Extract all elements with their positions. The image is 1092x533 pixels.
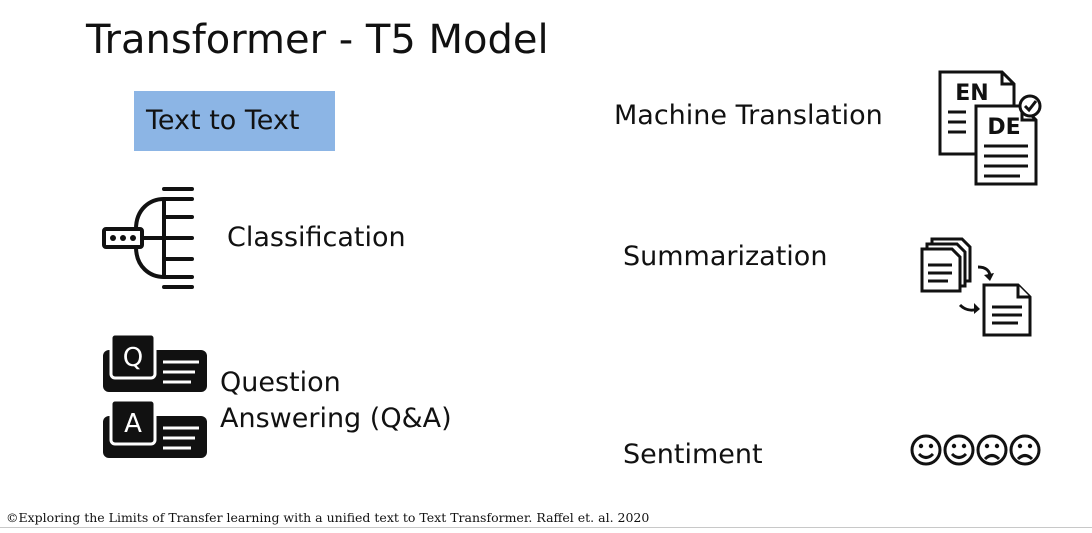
machine-translation-label: Machine Translation xyxy=(614,100,883,131)
summarization-label: Summarization xyxy=(623,241,828,272)
question-label-line2: Answering (Q&A) xyxy=(220,403,452,434)
question-label-line1: Question xyxy=(220,367,341,398)
sad-face-icon xyxy=(976,434,1008,466)
target-language-label: DE xyxy=(987,115,1020,140)
sentiment-label: Sentiment xyxy=(623,439,763,470)
happy-face-icon xyxy=(910,434,942,466)
classification-icon xyxy=(102,187,194,289)
answer-letter: A xyxy=(124,409,142,439)
translation-icon: EN DE xyxy=(938,70,1042,186)
question-answering-icon: Q A xyxy=(103,332,207,458)
footer-divider xyxy=(0,527,1092,528)
happy-face-icon xyxy=(943,434,975,466)
source-language-label: EN xyxy=(955,81,988,106)
slide-title: Transformer - T5 Model xyxy=(86,17,549,63)
classification-label: Classification xyxy=(227,222,406,253)
summarization-icon xyxy=(920,237,1032,337)
sentiment-faces xyxy=(910,434,1041,466)
question-letter: Q xyxy=(123,343,143,373)
citation-footer: ©Exploring the Limits of Transfer learni… xyxy=(6,510,650,525)
text-to-text-badge: Text to Text xyxy=(134,91,335,151)
sad-face-icon xyxy=(1009,434,1041,466)
badge-label: Text to Text xyxy=(146,105,300,136)
